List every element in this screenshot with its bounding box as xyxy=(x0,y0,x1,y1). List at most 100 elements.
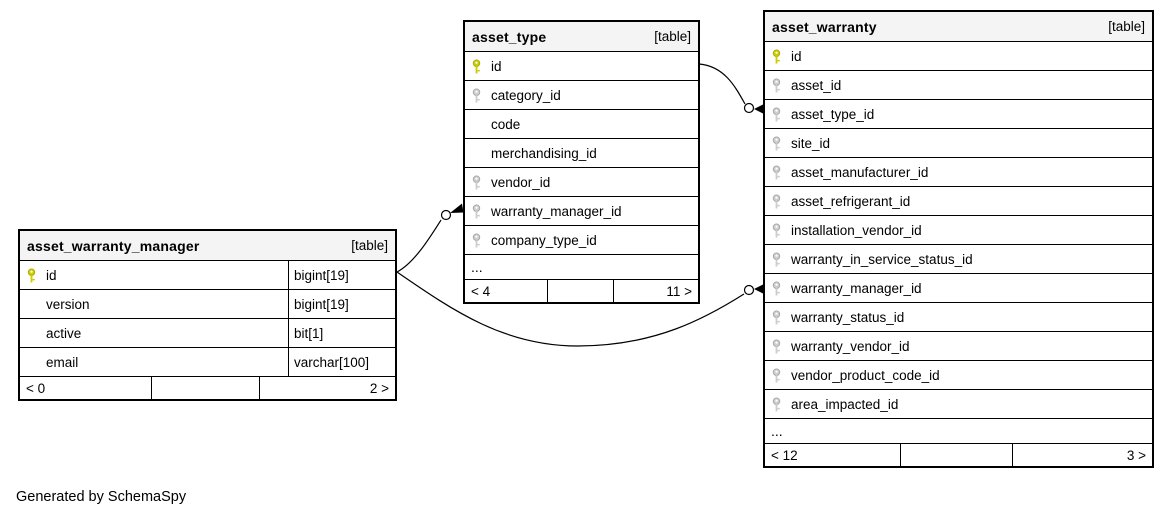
table-badge: [table] xyxy=(1108,19,1145,34)
column-name: vendor_product_code_id xyxy=(791,367,940,383)
column-row: warranty_status_id xyxy=(765,302,1152,331)
primary-key-icon xyxy=(771,48,791,64)
parent-count: < 12 xyxy=(771,447,798,463)
parent-count: < 4 xyxy=(471,283,491,299)
table-badge: [table] xyxy=(351,238,388,253)
column-name: company_type_id xyxy=(491,232,597,248)
column-row: vendor_product_code_id xyxy=(765,360,1152,389)
column-name: asset_id xyxy=(791,77,842,93)
column-name: area_impacted_id xyxy=(791,396,899,412)
table-header[interactable]: asset_type [table] xyxy=(465,22,698,51)
column-type: bigint[19] xyxy=(288,261,395,289)
column-row: warranty_in_service_status_id xyxy=(765,244,1152,273)
foreign-key-icon xyxy=(771,280,791,296)
foreign-key-icon xyxy=(471,174,491,190)
table-title: asset_warranty_manager xyxy=(27,237,200,254)
foreign-key-icon xyxy=(771,135,791,151)
relationship-count-bar: < 12 3 > xyxy=(765,443,1152,466)
foreign-key-icon xyxy=(771,309,791,325)
column-name: asset_refrigerant_id xyxy=(791,193,911,209)
column-name: id xyxy=(791,48,802,64)
table-header[interactable]: asset_warranty [table] xyxy=(765,12,1152,41)
column-row: id bigint[19] xyxy=(20,260,395,289)
primary-key-icon xyxy=(26,267,46,283)
foreign-key-icon xyxy=(771,106,791,122)
column-row: category_id xyxy=(465,80,698,109)
foreign-key-icon xyxy=(771,396,791,412)
column-row: asset_type_id xyxy=(765,99,1152,128)
column-row: asset_id xyxy=(765,70,1152,99)
child-count: 11 > xyxy=(666,283,692,299)
column-name: version xyxy=(46,296,90,312)
column-row: vendor_id xyxy=(465,167,698,196)
column-row: version bigint[19] xyxy=(20,289,395,318)
foreign-key-icon xyxy=(771,338,791,354)
column-type: varchar[100] xyxy=(288,348,395,376)
column-name: category_id xyxy=(491,87,561,103)
fk-connector-asset-type-warranty-manager-id xyxy=(396,203,464,273)
column-name: id xyxy=(46,267,57,283)
column-row: asset_manufacturer_id xyxy=(765,157,1152,186)
foreign-key-icon xyxy=(771,193,791,209)
foreign-key-icon xyxy=(771,367,791,383)
column-row: merchandising_id xyxy=(465,138,698,167)
more-columns-row: ... xyxy=(465,254,698,279)
footer-spacer xyxy=(546,280,615,302)
column-name: warranty_manager_id xyxy=(491,203,622,219)
column-name: asset_manufacturer_id xyxy=(791,164,929,180)
relationship-count-bar: < 4 11 > xyxy=(465,279,698,302)
primary-key-icon xyxy=(471,58,491,74)
column-name: email xyxy=(46,354,79,370)
table-asset-type: asset_type [table] id category_id code m… xyxy=(463,20,700,304)
column-name: active xyxy=(46,325,82,341)
column-type: bit[1] xyxy=(288,319,395,347)
column-row: warranty_vendor_id xyxy=(765,331,1152,360)
column-name: warranty_vendor_id xyxy=(791,338,910,354)
table-asset-warranty: asset_warranty [table] id asset_id asset… xyxy=(763,10,1154,468)
table-title: asset_warranty xyxy=(772,18,877,35)
column-row: email varchar[100] xyxy=(20,347,395,376)
table-asset-warranty-manager: asset_warranty_manager [table] id bigint… xyxy=(18,229,397,401)
child-count: 2 > xyxy=(369,380,389,396)
column-row: warranty_manager_id xyxy=(765,273,1152,302)
footer-spacer xyxy=(900,444,1013,466)
column-name: installation_vendor_id xyxy=(791,222,922,238)
ellipsis: ... xyxy=(471,259,483,275)
parent-count: < 0 xyxy=(26,380,46,396)
column-name: id xyxy=(491,58,502,74)
foreign-key-icon xyxy=(471,87,491,103)
foreign-key-icon xyxy=(771,222,791,238)
column-row: area_impacted_id xyxy=(765,389,1152,418)
table-title: asset_type xyxy=(472,28,547,45)
column-row: code xyxy=(465,109,698,138)
generator-note: Generated by SchemaSpy xyxy=(16,489,187,505)
foreign-key-icon xyxy=(471,203,491,219)
foreign-key-icon xyxy=(771,251,791,267)
column-row: site_id xyxy=(765,128,1152,157)
column-name: asset_type_id xyxy=(791,106,875,122)
column-row: company_type_id xyxy=(465,225,698,254)
more-columns-row: ... xyxy=(765,418,1152,443)
column-row: installation_vendor_id xyxy=(765,215,1152,244)
column-name: code xyxy=(491,116,521,132)
column-row: active bit[1] xyxy=(20,318,395,347)
column-type: bigint[19] xyxy=(288,290,395,318)
fk-connector-asset-warranty-warranty-manager-id xyxy=(396,271,763,347)
column-name: vendor_id xyxy=(491,174,551,190)
foreign-key-icon xyxy=(771,77,791,93)
column-row: id xyxy=(765,41,1152,70)
table-header[interactable]: asset_warranty_manager [table] xyxy=(20,231,395,260)
column-name: merchandising_id xyxy=(491,145,597,161)
column-row: asset_refrigerant_id xyxy=(765,186,1152,215)
column-name: warranty_status_id xyxy=(791,309,905,325)
column-name: warranty_in_service_status_id xyxy=(791,251,973,267)
fk-connector-asset-type-id xyxy=(698,63,763,114)
relationship-count-bar: < 0 2 > xyxy=(20,376,395,399)
table-badge: [table] xyxy=(654,29,691,44)
child-count: 3 > xyxy=(1126,447,1146,463)
column-name: warranty_manager_id xyxy=(791,280,922,296)
foreign-key-icon xyxy=(471,232,491,248)
footer-spacer xyxy=(151,377,260,399)
foreign-key-icon xyxy=(771,164,791,180)
